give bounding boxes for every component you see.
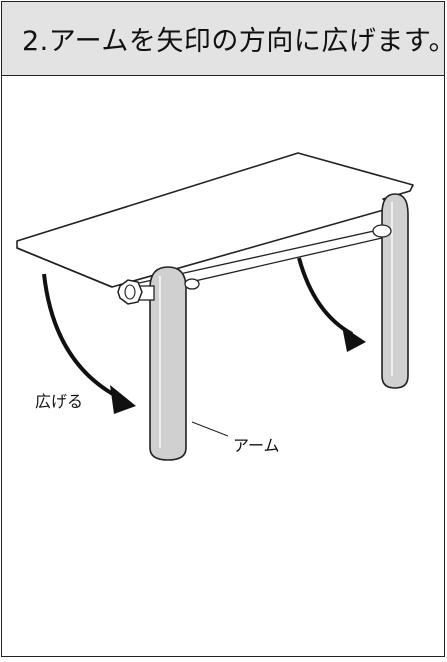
left-pivot (184, 278, 200, 290)
top-plate-front-edge (16, 247, 113, 288)
spread-label: 広げる (35, 392, 84, 411)
left-arm (149, 266, 187, 461)
knob-icon (117, 279, 143, 305)
stand-drawing (16, 152, 414, 461)
step-header: 2.アームを矢印の方向に広げます。 (2, 2, 447, 76)
left-arrow-icon (42, 273, 121, 400)
right-arrowhead (342, 326, 366, 352)
arm-label: アーム (233, 436, 280, 455)
right-arm (381, 193, 409, 389)
step-title: 2.アームを矢印の方向に広げます。 (22, 26, 447, 57)
stand-illustration: 広げる アーム (2, 76, 446, 658)
right-arrow-icon (297, 257, 353, 336)
right-pivot (372, 224, 392, 238)
left-arrowhead (110, 385, 136, 414)
arm-leader-line (191, 421, 229, 437)
